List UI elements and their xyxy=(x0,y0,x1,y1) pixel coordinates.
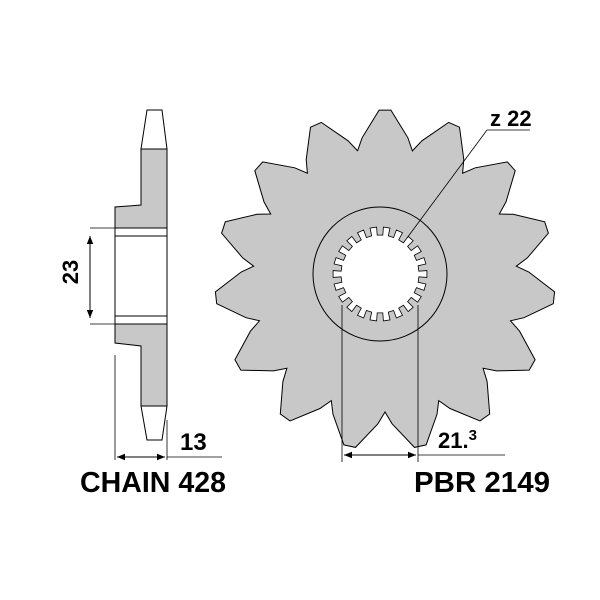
part-number-label: PBR 2149 xyxy=(414,467,550,499)
chain-label: CHAIN 428 xyxy=(80,467,226,499)
width-label: 13 xyxy=(180,429,207,456)
spline-count-label: z 22 xyxy=(490,106,532,131)
bottom-tooth-tip xyxy=(140,405,168,441)
bore-height-label: 23 xyxy=(58,260,83,284)
front-view xyxy=(214,109,556,462)
spline-bore xyxy=(332,226,428,322)
top-tooth-tip xyxy=(140,109,168,150)
bore-band xyxy=(114,227,168,325)
side-view xyxy=(86,109,222,461)
spline-diameter-main: 21. xyxy=(438,428,469,453)
hub-ring xyxy=(312,206,448,342)
spline-leader-line xyxy=(406,129,488,239)
spline-diameter-label: 21.3 xyxy=(438,427,477,453)
spline-diameter-sup: 3 xyxy=(469,427,477,444)
